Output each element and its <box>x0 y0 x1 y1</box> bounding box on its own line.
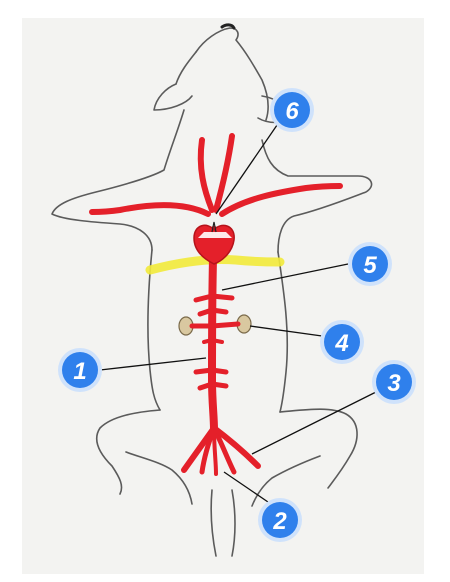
badge-2: 2 <box>258 498 302 542</box>
heart <box>193 221 235 265</box>
badge-4: 4 <box>320 320 364 364</box>
leader-line-6 <box>215 111 287 215</box>
badge-3: 3 <box>372 360 416 404</box>
badge-3-label: 3 <box>387 370 401 397</box>
right-subclavian-artery <box>219 183 343 217</box>
leader-line-3 <box>251 389 381 455</box>
lumbar-branch <box>202 338 224 344</box>
badge-1: 1 <box>58 348 102 392</box>
leader-line-2 <box>223 471 269 503</box>
renal-arteries <box>189 321 241 329</box>
badge-5: 5 <box>348 242 392 286</box>
mesenteric-branch <box>197 307 229 317</box>
leader-line-1 <box>99 357 207 371</box>
gonadal-branch <box>193 367 229 375</box>
caudal-mesenteric-branch <box>197 381 229 391</box>
leader-line-4 <box>249 325 323 337</box>
left-subclavian-artery <box>89 202 211 217</box>
dog-outline <box>51 23 373 557</box>
leader-lines <box>99 111 381 503</box>
kidneys <box>178 314 252 336</box>
leader-line-5 <box>221 263 349 291</box>
badge-6-label: 6 <box>285 98 299 125</box>
badge-1-label: 1 <box>73 358 86 385</box>
right-external-iliac-artery <box>211 425 261 469</box>
celiac-branch <box>193 293 235 303</box>
left-carotid-artery <box>197 137 215 213</box>
arterial-tree <box>89 133 343 476</box>
diaphragm-band <box>145 255 285 275</box>
right-carotid-artery <box>213 133 235 213</box>
badge-6: 6 <box>270 88 314 132</box>
badge-4-label: 4 <box>334 330 348 357</box>
badge-5-label: 5 <box>363 252 377 279</box>
badge-2-label: 2 <box>272 508 287 535</box>
median-sacral-artery <box>212 426 218 476</box>
